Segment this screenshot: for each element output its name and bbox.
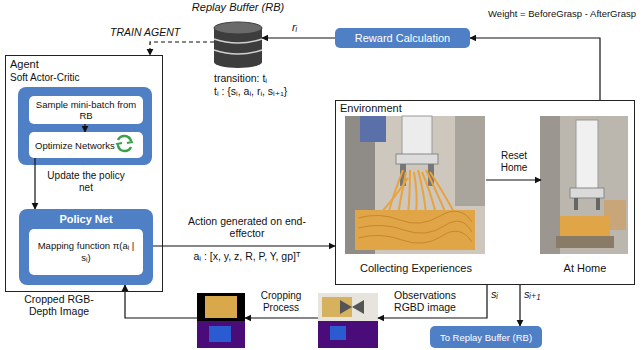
edge-label: TRAIN AGENT <box>110 26 180 38</box>
connector-arrow <box>84 124 85 132</box>
node-label: Collecting Experiences <box>336 262 496 274</box>
database-icon <box>214 22 262 68</box>
connector-arrow <box>378 285 487 318</box>
annotation-text: transition: tᵢ <box>214 72 267 84</box>
connector-arrow <box>262 37 335 38</box>
node-label: At Home <box>541 262 629 274</box>
process-box: Sample mini-batch from RB <box>29 96 143 124</box>
database-node: Replay Buffer (RB) <box>214 22 262 68</box>
training-panel <box>18 87 152 165</box>
node-label: Environment <box>340 102 402 114</box>
robot-photo <box>345 116 485 254</box>
edge-label: sᵢ₊₁ <box>524 288 540 301</box>
edge-label: Update the policy net <box>45 170 127 194</box>
connector-arrow <box>125 285 197 318</box>
image-panel: Observations RGBD image <box>318 293 378 348</box>
node-label: To Replay Buffer (RB) <box>440 332 532 343</box>
node-label: Observations RGBD image <box>384 289 466 313</box>
connector-arrow <box>519 285 520 326</box>
annotation-text: aᵢ : [x, y, z, R, P, Y, gp]ᵀ <box>167 250 327 262</box>
process-box: Optimize Networks <box>29 132 143 158</box>
node-sublabel: Soft Actor-Critic <box>10 72 79 83</box>
connector-arrow <box>245 317 318 318</box>
edge-label: Reset Home <box>490 150 538 174</box>
edge-label: rᵢ <box>292 21 297 33</box>
connector-arrow <box>34 158 35 209</box>
rgbd-observation-image <box>318 293 378 348</box>
policy-box: Policy NetMapping function π(aᵢ | sᵢ) <box>19 209 153 285</box>
node-label: Reward Calculation <box>355 32 450 44</box>
edge-label: Action generated on end-effector <box>172 215 322 239</box>
environment-frame: EnvironmentCollecting Experiences At Home <box>335 100 635 285</box>
connector-arrow <box>153 245 335 246</box>
node-label: Optimize Networks <box>35 140 115 151</box>
node-label: Replay Buffer (RB) <box>174 1 302 13</box>
connector-arrow <box>150 42 214 55</box>
cropped-rgbd-image <box>197 293 245 348</box>
edge-label: sᵢ <box>491 288 498 300</box>
image-panel: Cropped RGB-Depth Image <box>197 293 245 348</box>
process-box: To Replay Buffer (RB) <box>430 326 542 348</box>
node-label: Sample mini-batch from RB <box>33 99 139 121</box>
cycle-icon <box>117 136 132 151</box>
robot-home-photo <box>540 116 628 254</box>
connector-arrow <box>470 38 600 100</box>
process-box: Reward Calculation <box>335 28 470 48</box>
annotation-text: tᵢ : {sᵢ, aᵢ, rᵢ, sᵢ₊₁} <box>214 85 287 97</box>
node-label: Mapping function π(aᵢ | sᵢ) <box>35 240 137 264</box>
connector-arrow <box>486 179 541 180</box>
process-box: Mapping function π(aᵢ | sᵢ) <box>29 229 143 275</box>
node-label: Agent <box>10 58 39 70</box>
edge-label: Cropping Process <box>250 290 312 314</box>
edge-label: Weight = BeforeGrasp - AfterGrasp <box>436 8 636 19</box>
node-label: Policy Net <box>19 213 153 225</box>
photo-panel: At Home <box>541 117 629 275</box>
node-label: Cropped RGB-Depth Image <box>11 293 107 317</box>
photo-panel: Collecting Experiences <box>346 117 486 275</box>
